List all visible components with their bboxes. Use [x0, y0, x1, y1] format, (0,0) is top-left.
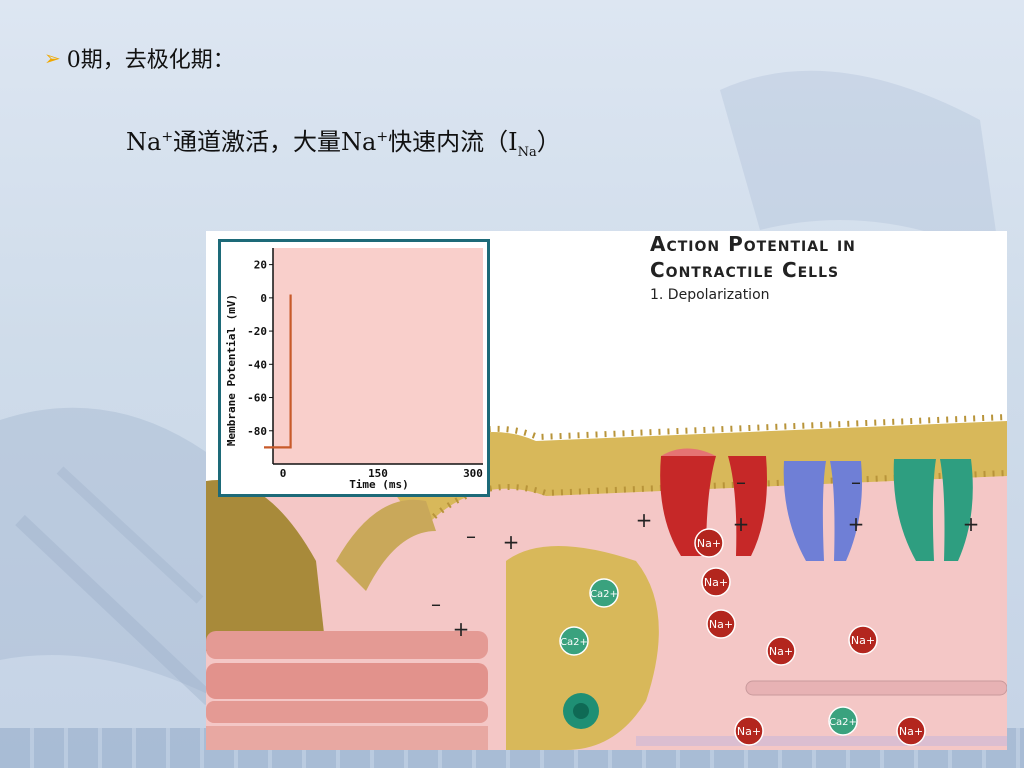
x-tick-label: 150 — [368, 467, 388, 480]
ca-ion-label: Ca2+ — [560, 637, 588, 648]
body-prefix: Na — [126, 128, 162, 156]
na-ion-label: Na+ — [737, 725, 761, 738]
membrane-potential-chart: Membrane Potential (mV) Time (ms) 20 0 -20… — [218, 239, 490, 497]
plot-area — [273, 248, 483, 464]
y-axis-label: Membrane Potential (mV) — [225, 294, 238, 446]
y-tick-label: 0 — [260, 292, 267, 305]
sr-ca-channel — [563, 693, 599, 729]
ca-ion-label: Ca2+ — [590, 589, 618, 600]
plus-charge: + — [636, 508, 653, 532]
na-ions — [694, 528, 926, 746]
ca-channel-green — [893, 459, 973, 561]
na-ion-label: Na+ — [851, 634, 875, 647]
body-mid2: 快速内流（I — [388, 128, 518, 156]
figure-subtitle: 1. Depolarization — [650, 287, 770, 303]
minus-charge: – — [431, 592, 441, 616]
na-ion-label: Na+ — [709, 618, 733, 631]
heading-text: 0期，去极化期： — [66, 48, 235, 73]
membrane-potential-line — [264, 294, 292, 449]
y-tick-label: 20 — [254, 259, 267, 272]
na-ion-label: Na+ — [697, 537, 721, 550]
plus-charge: + — [963, 512, 980, 536]
na-ion-label: Na+ — [704, 576, 728, 589]
ca-ions — [559, 578, 858, 736]
figure-title-line2: Contractile Cells — [650, 258, 840, 282]
na-ion-label: Na+ — [899, 725, 923, 738]
slide-heading: ➢ 0期，去极化期： — [44, 42, 235, 74]
figure-title: Action Potential in Contractile Cells 1.… — [650, 231, 856, 303]
ca-ion-label: Ca2+ — [829, 717, 857, 728]
na-ion-label: Na+ — [769, 645, 793, 658]
y-tick-label: -20 — [247, 325, 267, 338]
x-tick-label: 0 — [280, 467, 287, 480]
x-axis-label: Time (ms) — [349, 478, 409, 491]
minus-charge: – — [466, 524, 476, 548]
x-tick-label: 300 — [463, 467, 483, 480]
body-sup1: + — [161, 129, 174, 145]
chart-svg: Membrane Potential (mV) Time (ms) 20 0 -20… — [225, 248, 483, 491]
k-channel-blue — [783, 461, 862, 561]
plus-charge: + — [453, 617, 470, 641]
slide-body-text: Na+通道激活，大量Na+快速内流（INa） — [126, 122, 561, 160]
body-sub: Na — [517, 144, 537, 160]
body-mid: 通道激活，大量Na — [173, 128, 377, 156]
body-end: ） — [536, 128, 561, 156]
plus-charge: + — [503, 530, 520, 554]
y-tick-label: -60 — [247, 392, 267, 405]
plus-charge: + — [848, 512, 865, 536]
plus-charge: + — [733, 512, 750, 536]
figure-title-line1: Action Potential in — [650, 232, 856, 256]
minus-charge: – — [736, 470, 746, 494]
bullet-arrow-icon: ➢ — [44, 46, 61, 70]
body-sup2: + — [376, 129, 389, 145]
action-potential-figure: Na+ Na+ Na+ Na+ Na+ Na+ Na+ Ca2+ Ca2+ Ca… — [206, 231, 1007, 750]
minus-charge: – — [851, 470, 861, 494]
y-tick-label: -40 — [247, 358, 267, 371]
y-tick-label: -80 — [247, 425, 267, 438]
